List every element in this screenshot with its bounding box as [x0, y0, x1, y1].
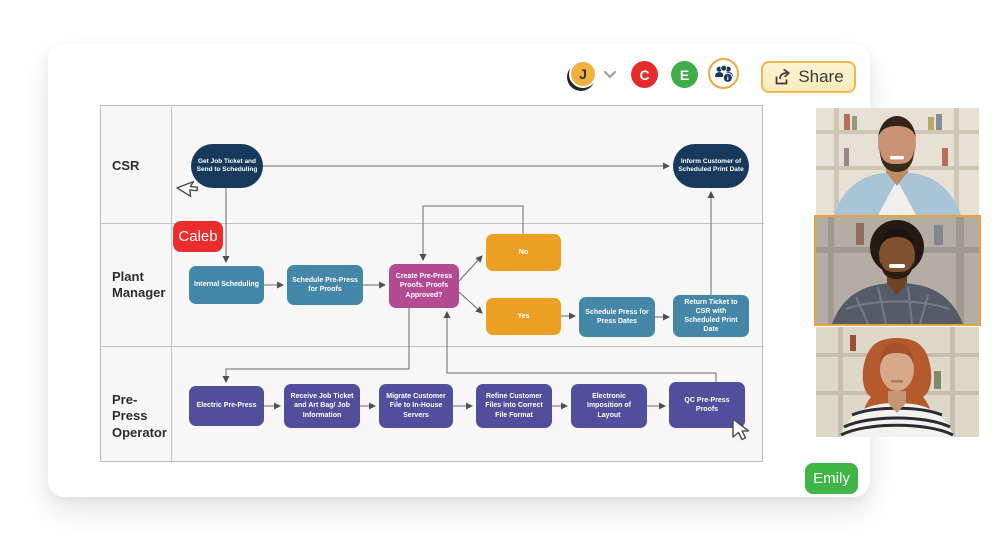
canvas-card: J C E i Share: [48, 44, 870, 497]
people-group-icon: i: [714, 64, 733, 83]
flow-node-schedule-pre-press[interactable]: Schedule Pre-Press for Proofs: [287, 265, 363, 305]
video-tile-participant-2[interactable]: [816, 217, 979, 324]
flow-node-return-ticket[interactable]: Return Ticket to CSR with Scheduled Prin…: [673, 295, 749, 337]
flow-node-refine-customer-files[interactable]: Refine Customer Files into Correct File …: [476, 384, 552, 428]
collaborator-cursor-label-caleb: Caleb: [173, 221, 223, 252]
flow-node-inform-customer[interactable]: Inform Customer of Scheduled Print Date: [673, 144, 749, 188]
participant-2-portrait: [816, 217, 979, 324]
participant-1-portrait: [816, 108, 979, 215]
collaborator-cursor-emily: [732, 418, 750, 441]
flow-node-receive-job-ticket[interactable]: Receive Job Ticket and Art Bag/ Job Info…: [284, 384, 360, 428]
collaborators-info-button[interactable]: i: [708, 58, 739, 89]
flow-node-no-branch[interactable]: No: [486, 234, 561, 271]
flow-connectors: [222, 162, 717, 410]
lane-label-plant-manager: Plant Manager: [112, 269, 166, 301]
flow-node-yes-branch[interactable]: Yes: [486, 298, 561, 335]
share-icon: [775, 68, 790, 85]
account-avatar[interactable]: J: [569, 60, 597, 88]
video-tile-participant-3[interactable]: [816, 327, 979, 437]
flow-node-electric-pre-press[interactable]: Electric Pre-Press: [189, 386, 264, 426]
lane-label-divider: [171, 106, 172, 463]
lane-divider: [101, 346, 764, 347]
flow-node-migrate-customer-file[interactable]: Migrate Customer File to In-House Server…: [379, 384, 453, 428]
lane-label-pre-press-operator: Pre-Press Operator: [112, 392, 167, 440]
collaborator-cursor-label-emily: Emily: [805, 463, 858, 494]
lane-label-csr: CSR: [112, 158, 140, 173]
flow-node-schedule-press[interactable]: Schedule Press for Press Dates: [579, 297, 655, 337]
flow-node-get-job-ticket[interactable]: Get Job Ticket and Send to Scheduling: [191, 144, 263, 188]
flow-node-electronic-imposition[interactable]: Electronic Imposition of Layout: [571, 384, 647, 428]
flow-node-create-pre-press[interactable]: Create Pre-Press Proofs. Proofs Approved…: [389, 264, 459, 308]
participant-3-portrait: [816, 327, 979, 437]
share-button[interactable]: Share: [761, 61, 856, 93]
lane-divider: [101, 223, 764, 224]
collaborator-cursor-caleb: [176, 180, 199, 198]
collaborator-avatar-e[interactable]: E: [671, 61, 698, 88]
svg-text:i: i: [726, 75, 728, 82]
collaborator-avatar-c[interactable]: C: [631, 61, 658, 88]
chevron-down-icon[interactable]: [604, 71, 616, 79]
video-tile-participant-1[interactable]: [816, 108, 979, 215]
flowchart-canvas[interactable]: CSR Plant Manager Pre-Press Operator: [100, 105, 764, 463]
flow-node-internal-scheduling[interactable]: Internal Scheduling: [189, 266, 264, 304]
share-button-label: Share: [798, 67, 844, 86]
